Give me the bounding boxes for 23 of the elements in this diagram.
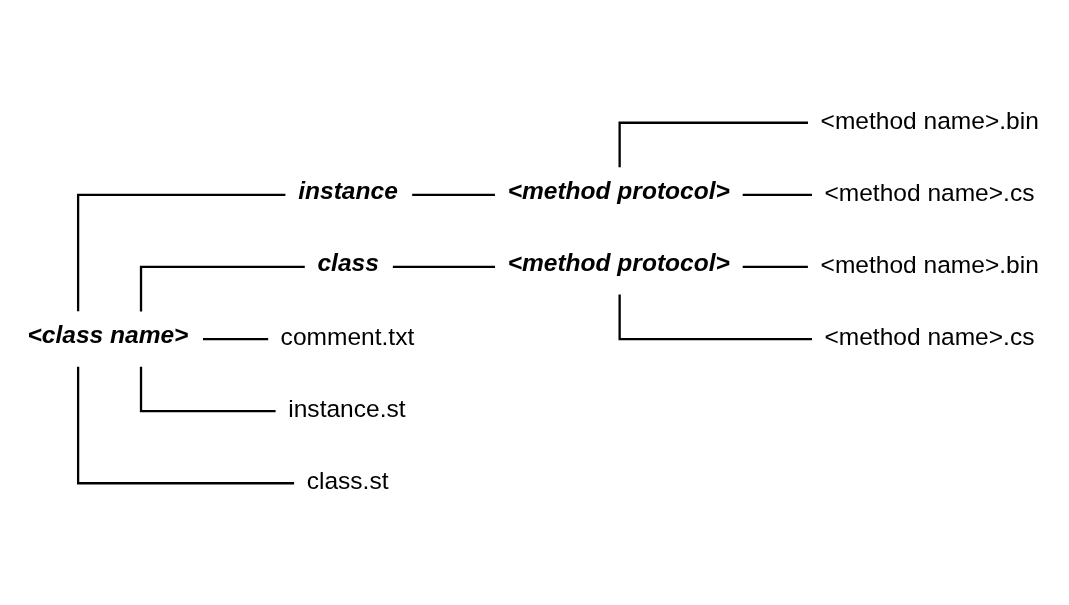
connector [76,193,286,311]
connector [742,265,808,268]
node-text: class.st [306,466,389,494]
node-text: instance.st [288,394,406,422]
connector [203,337,269,340]
connector [76,366,295,484]
node-text: <class name> [27,320,189,348]
node-text: <method name>.bin [820,106,1039,134]
connector [618,294,812,340]
connector [742,193,812,196]
connector [139,366,276,412]
connector [392,265,496,268]
connector [618,121,808,167]
node-text: comment.txt [280,322,415,350]
connector [412,193,495,196]
node-text: <method protocol> [507,248,730,276]
node-text: <method protocol> [507,176,730,204]
node-text: class [317,248,379,276]
node-text: instance [298,176,398,204]
node-text: <method name>.cs [824,178,1035,206]
node-text: <method name>.cs [824,322,1035,350]
connector [139,265,305,311]
node-text: <method name>.bin [820,250,1039,278]
